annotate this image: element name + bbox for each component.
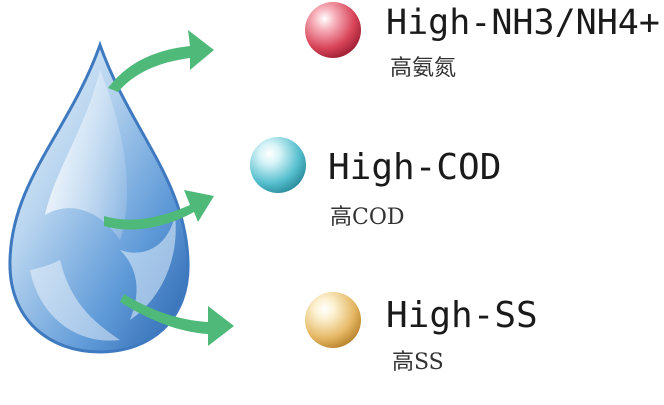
label-high-cod: High-COD (328, 147, 502, 188)
water-drop-icon (8, 40, 190, 354)
label-high-ss-cn: 高SS (392, 350, 444, 375)
label-high-nh3: High-NH3/NH4+ (386, 3, 660, 43)
arrow-right-curved-icon (120, 294, 234, 346)
label-high-nh3-cn: 高氨氮 (390, 56, 457, 81)
pollutant-ball-ss (305, 292, 361, 348)
label-high-cod-cn: 高COD (330, 205, 405, 230)
arrow-right-curved-icon (104, 190, 214, 230)
pollutant-ball-nh3 (305, 2, 361, 58)
label-high-ss: High-SS (386, 295, 538, 336)
pollutant-ball-cod (250, 137, 306, 193)
arrow-right-curved-icon (108, 30, 214, 92)
